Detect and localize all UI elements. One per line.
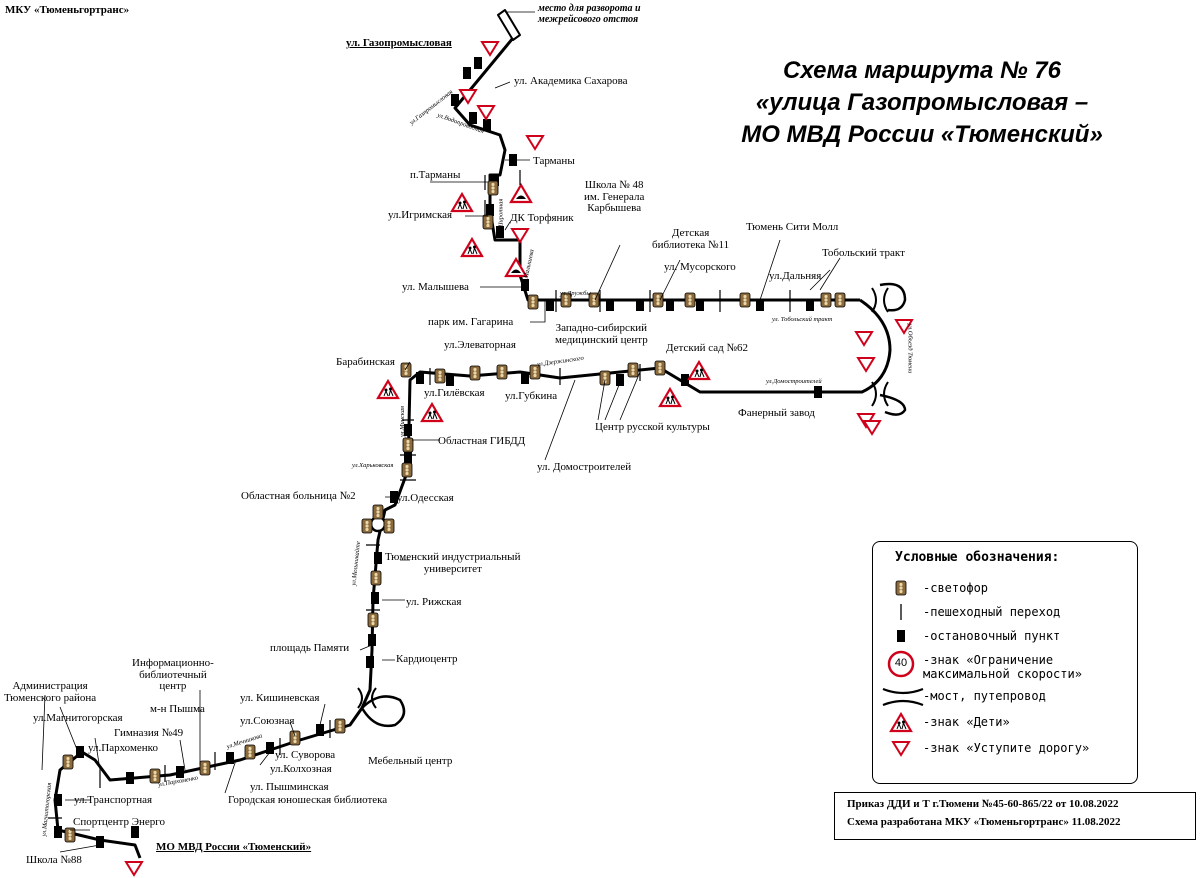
ring-tobolsky: [879, 282, 907, 312]
street-druzhby: ул.Дружбы: [560, 290, 591, 297]
stop-pyshminskaya[interactable]: ул. Пышминская: [250, 781, 329, 793]
stop-hospital2[interactable]: Областная больница №2: [241, 490, 356, 502]
stop-energo[interactable]: Спортцентр Энерго: [73, 816, 166, 828]
road-signs: [125, 41, 913, 876]
traffic-light-icon: [895, 580, 907, 596]
stop-park-gagarina[interactable]: парк им. Гагарина: [428, 316, 514, 328]
title-line-3: МО МВД России «Тюменский»: [741, 120, 1103, 148]
stop-fanerny[interactable]: Фанерный завод: [738, 407, 815, 419]
stop-tarmany[interactable]: Тарманы: [533, 155, 575, 167]
terminus-end[interactable]: МО МВД России «Тюменский»: [156, 841, 312, 853]
street-domostroiteley: ул.Домостроителей: [766, 378, 822, 385]
yield-sign-icon: [892, 741, 910, 756]
stop-pl-pamyati[interactable]: площадь Памяти: [270, 642, 350, 654]
order-note-line-2: Схема разработана МКУ «Тюменьгортранс» 1…: [847, 815, 1121, 828]
stop-transportnaya[interactable]: ул.Транспортная: [74, 794, 153, 806]
stop-mebel[interactable]: Мебельный центр: [368, 755, 453, 767]
street-shirotnaya: ул.Широтная: [497, 198, 505, 237]
legend-item-crosswalk: -пешеходный переход: [923, 605, 1061, 619]
map-title: Схема маршрута № 76 «улица Газопромыслов…: [692, 55, 1152, 151]
stop-gibdd[interactable]: Областная ГИБДД: [438, 435, 526, 447]
stop-soyuznaya[interactable]: ул.Союзная: [240, 715, 295, 727]
legend-item-children: -знак «Дети»: [923, 715, 1010, 729]
stop-p-tarmany[interactable]: п.Тарманы: [410, 169, 461, 181]
stop-admin[interactable]: Администрация Тюменского района: [4, 680, 97, 704]
legend-item-speed-limit: -знак «Ограничение максимальной скорости…: [923, 653, 1082, 681]
stop-gor-bib[interactable]: Городская юношеская библиотека: [228, 794, 388, 806]
order-note: Приказ ДДИ и Т г.Тюмени №45-60-865/22 от…: [834, 792, 1196, 840]
org-name: МКУ «Тюменьгортранс»: [5, 4, 130, 16]
stop-akad-sakharova[interactable]: ул. Академика Сахарова: [514, 75, 628, 87]
street-obezd: ул.Объезд Тюмени: [906, 323, 914, 374]
legend-item-bridge: -мост, путепровод: [923, 689, 1046, 703]
stop-parkhomenko[interactable]: ул.Пархоменко: [88, 742, 158, 754]
stop-rizhskaya[interactable]: ул. Рижская: [406, 596, 462, 608]
stop-center-rus-kult[interactable]: Центр русской культуры: [595, 421, 710, 433]
stop-odesskaya[interactable]: ул.Одесская: [397, 492, 454, 504]
stop-barabinskaya[interactable]: Барабинская: [336, 356, 395, 368]
stop-detsad62[interactable]: Детский сад №62: [666, 342, 748, 354]
legend-title: Условные обозначения:: [895, 550, 1060, 565]
legend-item-bus-stop: -остановочный пункт: [923, 629, 1061, 643]
stop-dalnyaya[interactable]: ул.Дальняя: [769, 270, 822, 282]
bridge-icon: [882, 687, 924, 707]
crosswalk-icon: [900, 604, 902, 620]
terminus-start[interactable]: ул. Газопромысловая: [346, 37, 452, 49]
stop-tiu[interactable]: Тюменский индустриальный университет: [385, 551, 521, 575]
legend: Условные обозначения: -светофор -пешеход…: [872, 541, 1138, 784]
legend-item-yield: -знак «Уступите дорогу»: [923, 741, 1090, 755]
street-minskaya: ул.Минская: [399, 405, 407, 438]
stop-tobolsky[interactable]: Тобольский тракт: [822, 247, 905, 259]
order-note-line-1: Приказ ДДИ и Т г.Тюмени №45-60-865/22 от…: [847, 798, 1119, 810]
title-line-1: Схема маршрута № 76: [783, 57, 1061, 84]
stop-suvorova[interactable]: ул. Суворова: [275, 749, 336, 761]
street-tobolsky-trakt: ул. Тобольский тракт: [772, 316, 833, 323]
speed-limit-value: 40: [894, 657, 908, 669]
stop-kolkhoznaya[interactable]: ул.Колхозная: [270, 763, 332, 775]
children-sign-icon: [889, 712, 913, 733]
stop-zsmc[interactable]: Западно-сибирский медицинский центр: [555, 322, 648, 346]
stop-school48[interactable]: Школа № 48 им. Генерала Карбышева: [584, 179, 645, 215]
speed-limit-icon: [887, 650, 915, 678]
stop-det-bib-11[interactable]: Детская библиотека №11: [652, 227, 730, 251]
stop-magnitogorskaya[interactable]: ул.Магнитогорская: [33, 712, 123, 724]
bridge-icon: [357, 287, 889, 709]
legend-item-traffic-light: -светофор: [923, 581, 989, 595]
bus-stop-icon: [897, 630, 905, 642]
stop-musorgskogo[interactable]: ул. Мусорского: [664, 261, 736, 273]
stop-malysheva[interactable]: ул. Малышева: [402, 281, 469, 293]
stop-mn-pyshma[interactable]: м-н Пышма: [150, 703, 205, 715]
stop-kardiocenter[interactable]: Кардиоцентр: [396, 653, 458, 665]
title-line-2: «улица Газопромысловая –: [755, 88, 1089, 116]
stop-gilevskaya[interactable]: ул.Гилёвская: [424, 387, 485, 399]
stop-kishinevskaya[interactable]: ул. Кишиневская: [240, 692, 320, 704]
stop-info-bib[interactable]: Информационно- библиотечный центр: [132, 657, 214, 693]
stop-gimnaziya49[interactable]: Гимназия №49: [114, 727, 184, 739]
street-kharkovskaya: ул.Харьковская: [352, 462, 394, 469]
stop-domostroiteley[interactable]: ул. Домостроителей: [537, 461, 632, 473]
turnaround-note: место для разворота и межрейсового отсто…: [538, 3, 641, 25]
stop-gubkina[interactable]: ул.Губкина: [505, 390, 558, 402]
stop-school88[interactable]: Школа №88: [26, 854, 82, 866]
callout-lines: [41, 11, 841, 853]
ring-mebel: [360, 695, 406, 728]
stop-city-mall[interactable]: Тюмень Сити Молл: [746, 221, 839, 233]
stop-elevatornaya[interactable]: ул.Элеваторная: [444, 339, 516, 351]
ring-right-lower: [879, 393, 907, 416]
stop-dk-torfyanik[interactable]: ДК Торфяник: [510, 212, 574, 224]
stop-igrimskaya[interactable]: ул.Игримская: [388, 209, 453, 221]
